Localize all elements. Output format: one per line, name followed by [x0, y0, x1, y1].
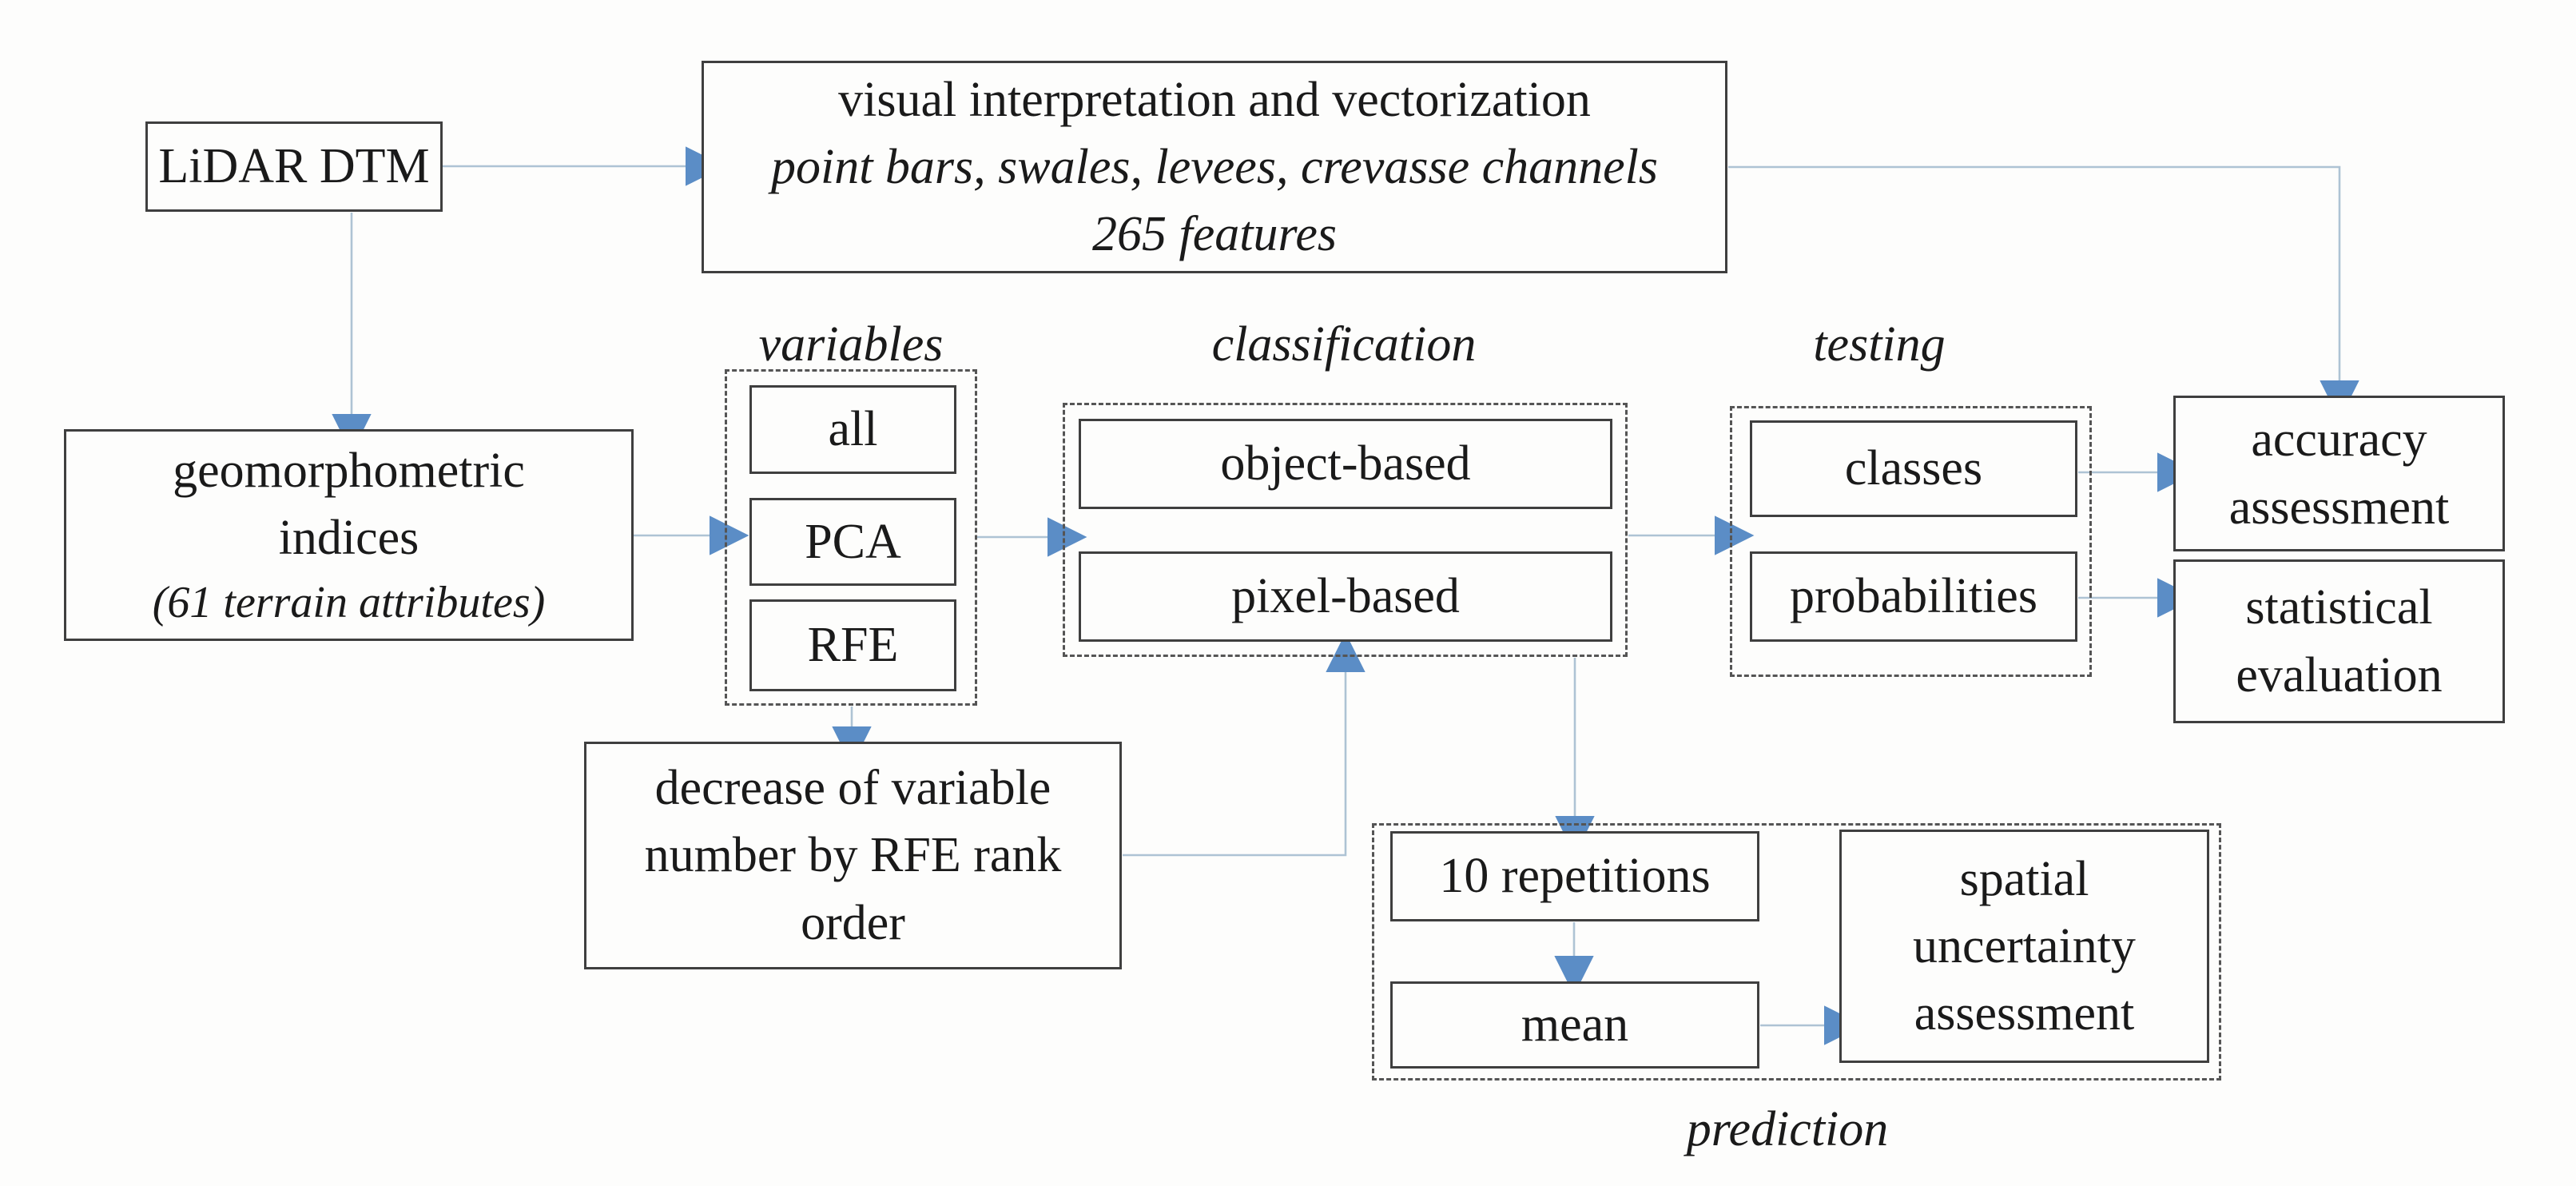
pca-label: PCA: [805, 514, 901, 569]
all-variables-box: all: [749, 385, 956, 474]
object-based-box: object-based: [1079, 419, 1612, 509]
mean-label: mean: [1521, 997, 1629, 1053]
statistical-evaluation-line2: evaluation: [2236, 647, 2443, 702]
spatial-uncertainty-line2: uncertainty: [1913, 918, 2136, 973]
visual-interpretation-features-list: point bars, swales, levees, crevasse cha…: [770, 139, 1659, 194]
statistical-evaluation-line1: statistical: [2245, 580, 2433, 635]
spatial-uncertainty-line3: assessment: [1914, 986, 2135, 1041]
pixel-based-label: pixel-based: [1231, 569, 1460, 624]
testing-group-label: testing: [1813, 317, 1946, 372]
accuracy-assessment-line1: accuracy: [2251, 412, 2427, 468]
ten-repetitions-box: 10 repetitions: [1390, 831, 1759, 921]
spatial-uncertainty-line1: spatial: [1959, 851, 2089, 906]
arrow-decrease-to-classification: [1123, 632, 1366, 857]
decrease-variable-rfe-box: decrease of variable number by RFE rank …: [584, 742, 1122, 969]
geomorphometric-line2: indices: [278, 511, 419, 566]
pixel-based-box: pixel-based: [1079, 551, 1612, 642]
visual-interpretation-title: visual interpretation and vectorization: [838, 72, 1591, 127]
statistical-evaluation-box: statistical evaluation: [2173, 559, 2505, 723]
spatial-uncertainty-box: spatial uncertainty assessment: [1839, 830, 2209, 1063]
classes-box: classes: [1750, 420, 2077, 517]
geomorphometric-line1: geomorphometric: [173, 444, 525, 499]
variables-group-box: [725, 369, 977, 706]
lidar-dtm-box: LiDAR DTM: [145, 121, 443, 212]
mean-box: mean: [1390, 981, 1759, 1069]
all-variables-label: all: [828, 402, 878, 457]
arrow-visual-to-accuracy: [1728, 165, 2359, 420]
rfe-box: RFE: [749, 599, 956, 691]
rfe-label: RFE: [807, 618, 899, 673]
probabilities-label: probabilities: [1790, 569, 2037, 624]
prediction-group-box: [1372, 823, 2221, 1081]
accuracy-assessment-box: accuracy assessment: [2173, 396, 2505, 551]
classification-group-box: [1063, 403, 1628, 657]
ten-repetitions-label: 10 repetitions: [1439, 849, 1711, 904]
geomorphometric-indices-box: geomorphometric indices (61 terrain attr…: [64, 429, 634, 641]
testing-group-box: [1730, 406, 2092, 677]
visual-interpretation-box: visual interpretation and vectorization …: [702, 61, 1727, 273]
visual-interpretation-feature-count: 265 features: [1092, 207, 1337, 262]
variables-group-label: variables: [758, 317, 944, 372]
accuracy-assessment-line2: assessment: [2228, 480, 2450, 535]
geomorphometric-attributes-note: (61 terrain attributes): [152, 577, 546, 627]
lidar-dtm-label: LiDAR DTM: [158, 139, 430, 194]
object-based-label: object-based: [1220, 436, 1471, 492]
pca-box: PCA: [749, 498, 956, 586]
classification-group-label: classification: [1211, 317, 1477, 372]
probabilities-box: probabilities: [1750, 551, 2077, 642]
decrease-variable-rfe-label: decrease of variable number by RFE rank …: [644, 761, 1062, 950]
prediction-group-label: prediction: [1686, 1102, 1889, 1156]
classes-label: classes: [1844, 441, 1983, 496]
